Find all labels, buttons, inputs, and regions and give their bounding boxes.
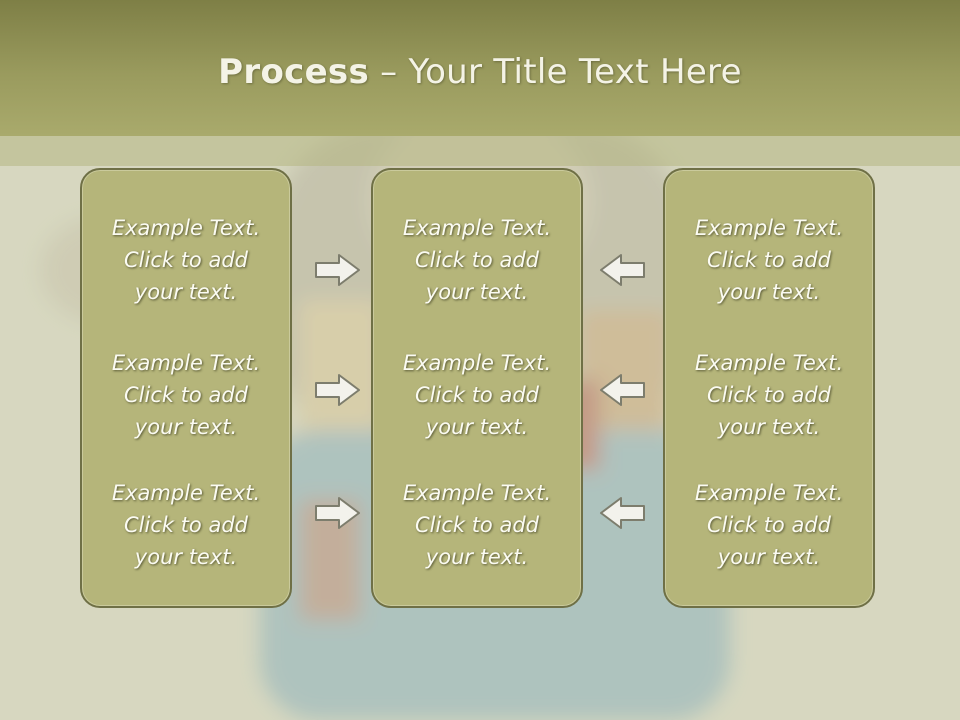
header-bar [0, 0, 960, 136]
text-placeholder[interactable]: Example Text. Click to add your text. [82, 212, 290, 308]
arrow-left-icon[interactable] [597, 371, 647, 409]
slide-title[interactable]: Process – Your Title Text Here [0, 52, 960, 92]
text-line: Click to add [414, 513, 539, 537]
text-placeholder[interactable]: Example Text. Click to add your text. [82, 347, 290, 443]
text-placeholder[interactable]: Example Text. Click to add your text. [665, 347, 873, 443]
text-line: Example Text. [402, 351, 552, 375]
title-rest: – Your Title Text Here [369, 52, 742, 92]
text-line: Click to add [123, 383, 248, 407]
arrow-right-icon[interactable] [313, 494, 363, 532]
text-line: your text. [717, 415, 821, 439]
text-line: your text. [134, 280, 238, 304]
text-line: Example Text. [111, 351, 261, 375]
text-line: Example Text. [111, 481, 261, 505]
header-strip [0, 136, 960, 166]
title-bold: Process [218, 52, 370, 92]
text-placeholder[interactable]: Example Text. Click to add your text. [665, 477, 873, 573]
text-line: your text. [717, 545, 821, 569]
process-box-center[interactable]: Example Text. Click to add your text. Ex… [371, 168, 583, 608]
text-line: your text. [425, 280, 529, 304]
text-line: Example Text. [402, 216, 552, 240]
text-placeholder[interactable]: Example Text. Click to add your text. [373, 347, 581, 443]
arrow-left-icon[interactable] [597, 494, 647, 532]
text-line: Click to add [123, 513, 248, 537]
arrow-right-icon[interactable] [313, 251, 363, 289]
text-line: Click to add [414, 383, 539, 407]
text-line: Example Text. [694, 481, 844, 505]
text-placeholder[interactable]: Example Text. Click to add your text. [373, 477, 581, 573]
text-placeholder[interactable]: Example Text. Click to add your text. [665, 212, 873, 308]
text-line: Example Text. [402, 481, 552, 505]
text-line: Example Text. [111, 216, 261, 240]
arrow-right-icon[interactable] [313, 371, 363, 409]
arrow-left-icon[interactable] [597, 251, 647, 289]
text-line: Click to add [414, 248, 539, 272]
text-line: Example Text. [694, 351, 844, 375]
text-placeholder[interactable]: Example Text. Click to add your text. [82, 477, 290, 573]
text-line: your text. [134, 415, 238, 439]
text-line: Click to add [123, 248, 248, 272]
process-box-left[interactable]: Example Text. Click to add your text. Ex… [80, 168, 292, 608]
text-line: your text. [717, 280, 821, 304]
process-box-right[interactable]: Example Text. Click to add your text. Ex… [663, 168, 875, 608]
text-line: Click to add [706, 248, 831, 272]
text-line: your text. [425, 415, 529, 439]
text-line: your text. [425, 545, 529, 569]
text-placeholder[interactable]: Example Text. Click to add your text. [373, 212, 581, 308]
text-line: Click to add [706, 513, 831, 537]
text-line: your text. [134, 545, 238, 569]
text-line: Click to add [706, 383, 831, 407]
text-line: Example Text. [694, 216, 844, 240]
